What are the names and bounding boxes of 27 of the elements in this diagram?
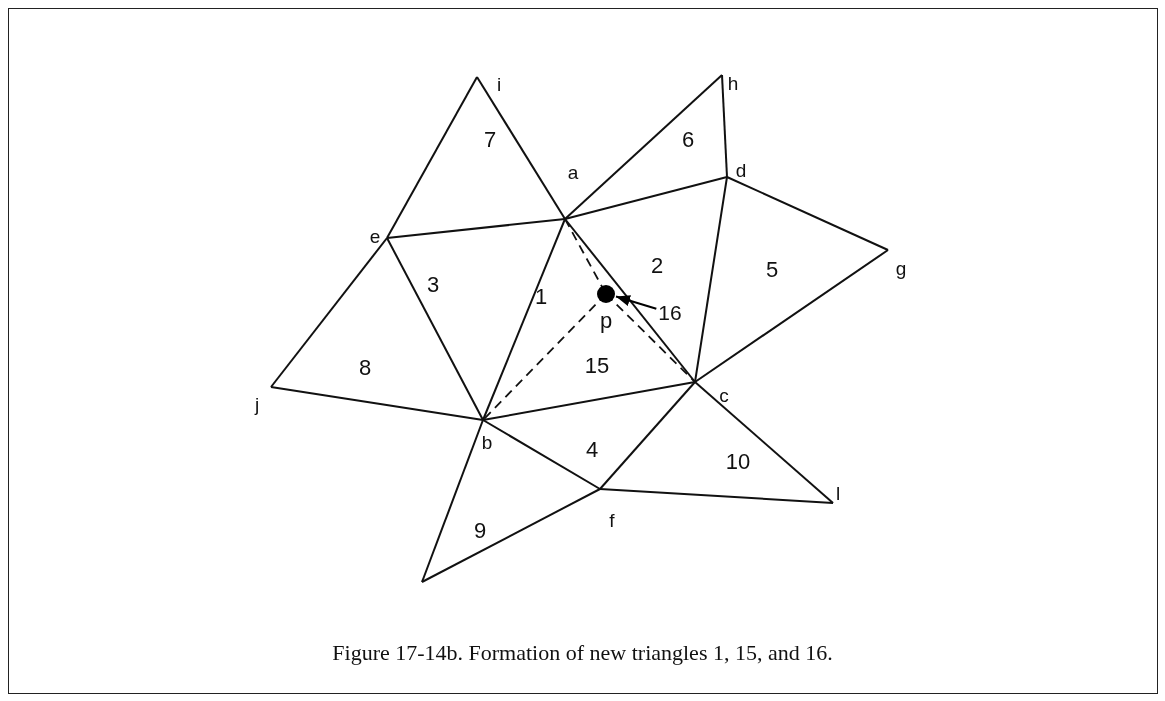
triangle-number: 1	[534, 286, 548, 308]
vertex-label: e	[369, 226, 381, 246]
vertex-label: h	[727, 73, 739, 93]
vertex-label: a	[567, 162, 579, 182]
vertex-label: f	[609, 510, 615, 530]
triangle-number: 10	[725, 451, 751, 473]
triangle-number: 16	[658, 301, 682, 323]
vertex-label: j	[254, 394, 260, 414]
vertex-label: i	[496, 74, 502, 94]
triangle-number: 3	[426, 274, 440, 296]
triangle-number: p	[599, 310, 613, 332]
figure-caption: Figure 17-14b. Formation of new triangles 1, 15, and 16.	[331, 640, 834, 666]
triangle-number: 9	[473, 520, 487, 542]
vertex-label: l	[835, 483, 841, 503]
point-dot	[597, 285, 615, 303]
triangle-number: 6	[681, 129, 695, 151]
triangle-number: 2	[650, 255, 664, 277]
triangle-number: 5	[765, 259, 779, 281]
triangle-number: 7	[483, 129, 497, 151]
vertex-label: c	[719, 385, 729, 405]
arrow	[615, 295, 658, 310]
vertex-label: b	[481, 432, 493, 452]
triangle-number: 15	[584, 355, 610, 377]
vertex-label: d	[735, 160, 747, 180]
triangle-number: 4	[585, 439, 599, 461]
vertex-label: g	[895, 258, 907, 278]
triangle-number: 8	[358, 357, 372, 379]
